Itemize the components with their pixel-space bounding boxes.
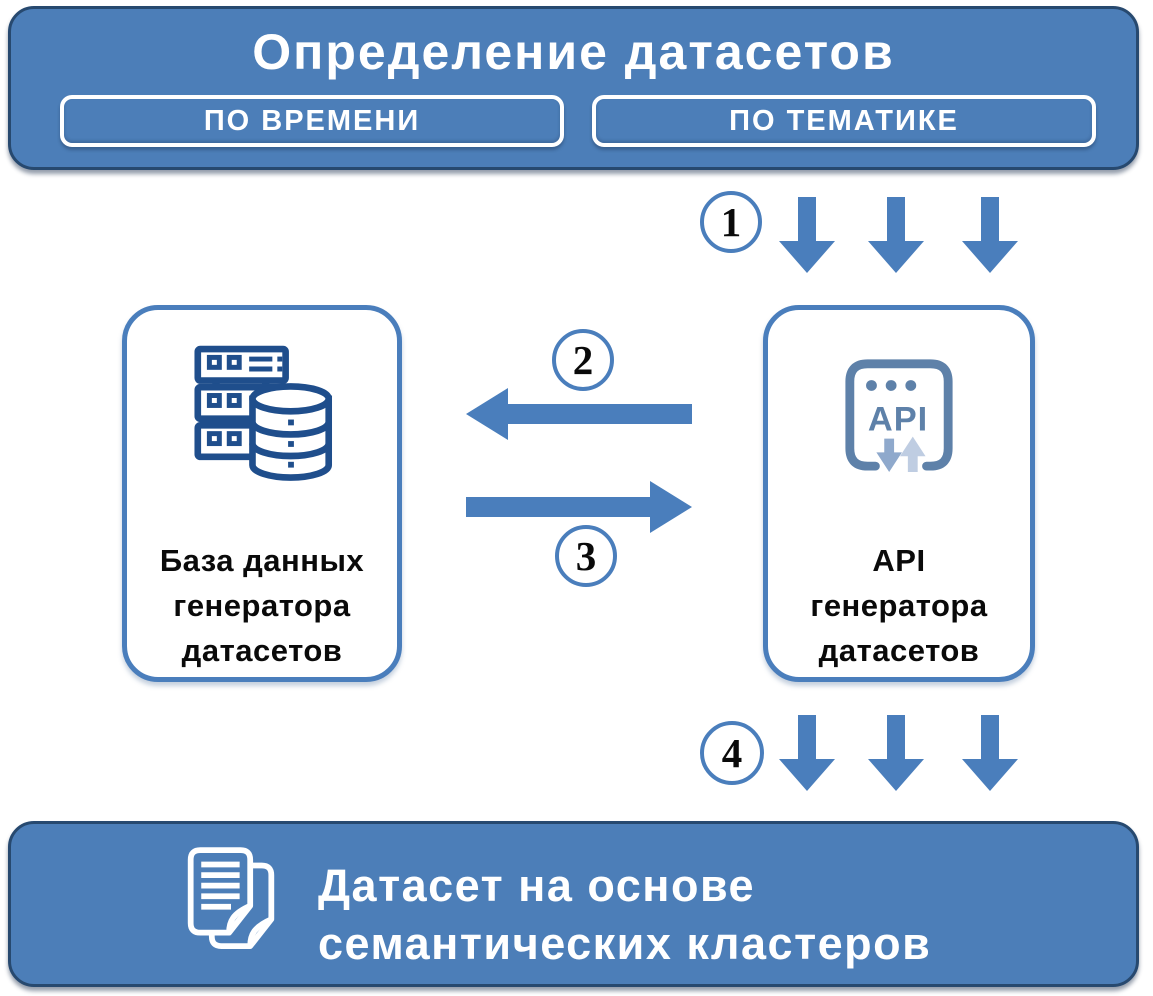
database-node: База данных генератора датасетов [122,305,402,682]
result-banner-label: Датасет на основе семантических кластеро… [318,857,931,973]
button-by-topic-label: ПО ТЕМАТИКЕ [729,104,959,137]
down-arrow-icon [868,197,924,273]
step-4-number: 4 [721,730,743,776]
down-arrow-icon [962,197,1018,273]
step-1-badge: 1 [700,191,762,253]
database-server-icon [194,345,333,481]
button-by-time: ПО ВРЕМЕНИ [60,95,564,147]
documents-icon [187,847,275,949]
api-label-line2: генератора [810,588,988,623]
api-node: API API генератора датасетов [763,305,1035,682]
button-by-topic: ПО ТЕМАТИКЕ [592,95,1096,147]
down-arrow-icon [868,715,924,791]
step-2-badge: 2 [552,329,614,391]
api-icon: API [845,359,953,473]
button-by-time-label: ПО ВРЕМЕНИ [203,104,421,137]
down-arrow-icon [779,715,835,791]
api-label-line1: API [872,543,926,578]
left-arrow-icon [466,388,692,440]
database-label-line3: датасетов [181,633,343,668]
page-title: Определение датасетов [252,24,895,80]
step-3-badge: 3 [555,525,617,587]
header-banner: Определение датасетов ПО ВРЕМЕНИ ПО ТЕМА… [8,6,1139,170]
database-label-line2: генератора [173,588,351,623]
down-arrow-icon [962,715,1018,791]
step-2-number: 2 [572,337,594,383]
step-3-number: 3 [575,533,597,579]
database-label-line1: База данных [159,543,365,578]
result-banner: Датасет на основе семантических кластеро… [8,821,1139,987]
api-icon-label: API [868,401,928,439]
database-node-label: База данных генератора датасетов [127,538,397,673]
result-label-line2: семантических кластеров [318,918,932,969]
step-1-number: 1 [720,199,742,245]
right-arrow-icon [466,481,692,533]
result-label-line1: Датасет на основе [318,860,756,911]
step-4-badge: 4 [700,721,764,785]
api-label-line3: датасетов [818,633,980,668]
api-node-label: API генератора датасетов [768,538,1030,673]
down-arrow-icon [779,197,835,273]
